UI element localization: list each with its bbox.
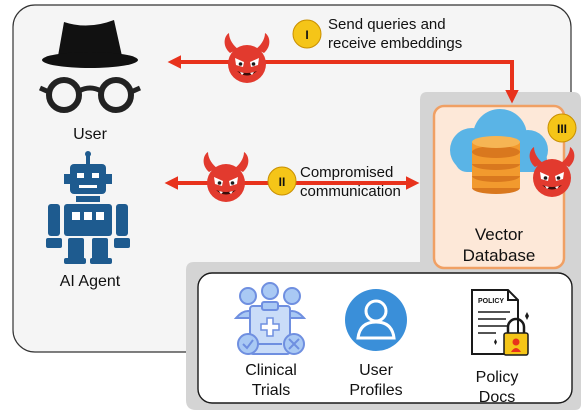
clinical-trials-icon [233,282,307,355]
source-label-line1: Policy [476,369,519,386]
threat-ii-label-line2: communication [300,183,401,200]
threat-ii-label-line1: Compromised [300,164,393,181]
source-label-line1: Clinical [245,362,297,379]
spy-hat-glasses-icon [38,20,142,113]
user-label: User [73,126,107,143]
cloud-database-icon [450,109,548,194]
threat-i-marker: I [305,28,308,42]
query-embedding-arrow [167,55,519,104]
threat-i-label-line1: Send queries and [328,16,446,33]
threat-ii-marker: II [279,175,286,189]
vector-database-label-line1: Vector [475,225,524,244]
vector-database-label-line2: Database [463,246,536,265]
threat-ii-badge: II [267,166,297,196]
robot-icon [46,151,130,264]
threat-iii-badge: III [547,113,577,143]
source-label-line2: Profiles [349,382,402,399]
source-label-line2: Docs [479,389,515,406]
ai-agent-label: AI Agent [60,273,121,290]
policy-doc-header: POLICY [478,298,504,305]
user-profile-icon [345,289,407,351]
policy-document-lock-icon: POLICY [471,289,529,356]
threat-i-badge: I [292,19,322,49]
source-label-line2: Trials [252,382,291,399]
threat-iii-marker: III [557,122,567,136]
source-label-line1: User [359,362,393,379]
threat-i-label-line2: receive embeddings [328,35,462,52]
